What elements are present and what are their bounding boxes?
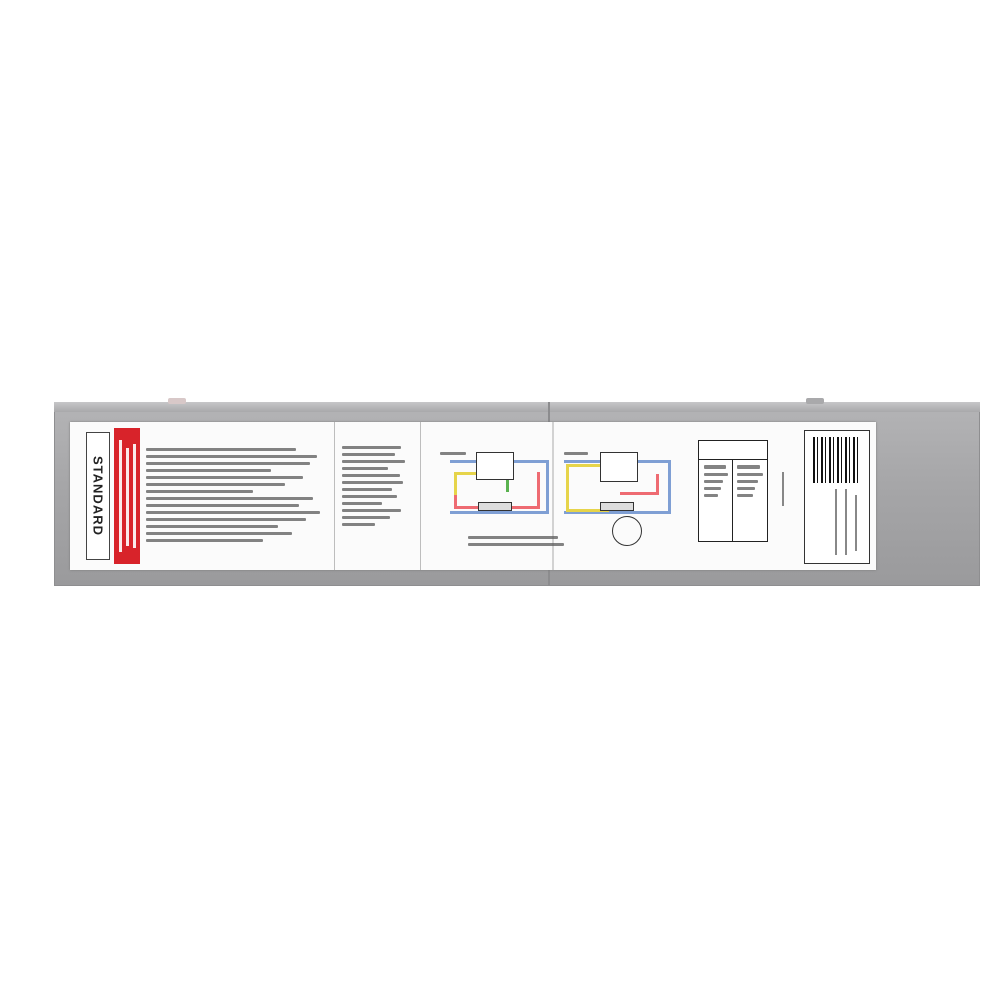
barcode: [804, 430, 870, 564]
ballast-box: [600, 452, 638, 482]
housing-top-edge: [54, 402, 980, 412]
barcode-bars: [813, 437, 861, 483]
notes-text: [342, 446, 408, 530]
brand-logo: STANDARD: [86, 432, 110, 560]
lamp-holder: [600, 502, 634, 511]
warning-band: [114, 428, 140, 564]
mounting-tab: [806, 398, 824, 404]
brand-name: STANDARD: [90, 456, 106, 536]
instructions-text: [146, 448, 324, 546]
certification-logo: [612, 516, 642, 546]
ballast-box: [476, 452, 514, 480]
lamp-holder: [478, 502, 512, 511]
spec-table-header: [699, 441, 767, 460]
section-divider: [420, 422, 421, 570]
red-wire: [620, 474, 659, 495]
section-divider: [334, 422, 335, 570]
yellow-wire: [566, 464, 609, 512]
label-fold: [552, 422, 554, 570]
yellow-wire: [454, 472, 487, 495]
product-label: STANDARD: [70, 422, 876, 570]
mounting-tab: [168, 398, 186, 404]
diagram-caption: [468, 536, 564, 550]
spec-table: [698, 440, 768, 542]
green-wire: [506, 478, 509, 492]
catalog-number: [782, 472, 784, 506]
